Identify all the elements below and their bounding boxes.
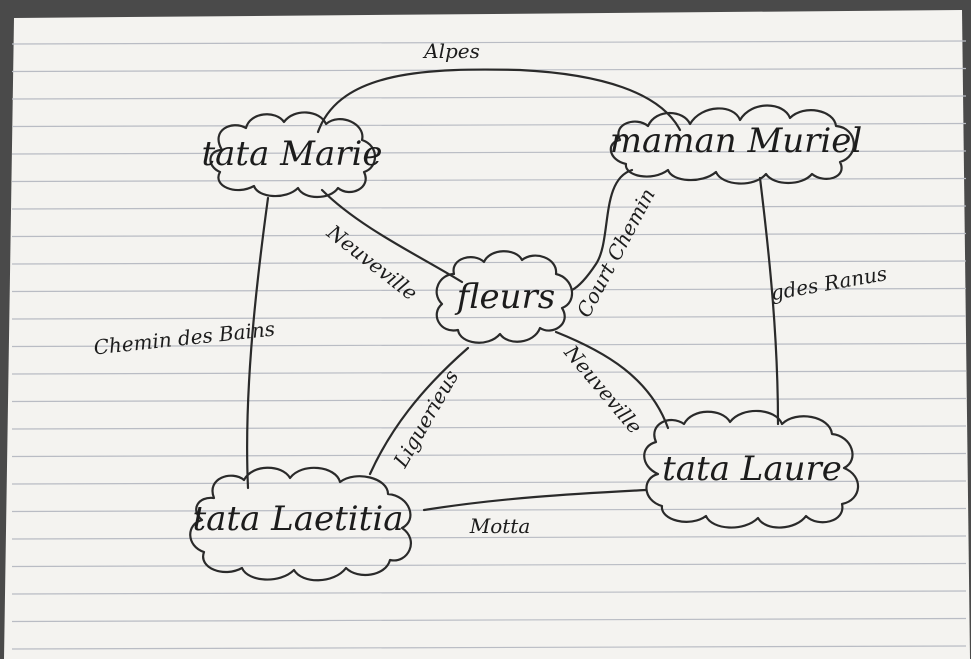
ruled-line bbox=[11, 122, 967, 128]
edge-label-alpes: Alpes bbox=[422, 39, 480, 63]
node-label-tata-laure: tata Laure bbox=[662, 449, 842, 489]
ruled-line bbox=[11, 397, 967, 403]
ruled-line bbox=[11, 452, 967, 458]
edge-label-motta: Motta bbox=[469, 514, 531, 538]
edge-muriel-fleurs bbox=[570, 168, 634, 292]
node-labels: tata Marie maman Muriel fleurs tata Laur… bbox=[193, 121, 863, 539]
ruled-line bbox=[11, 260, 967, 265]
ruled-line bbox=[11, 150, 967, 155]
edge-marie-fleurs bbox=[320, 188, 464, 284]
node-label-fleurs: fleurs bbox=[454, 277, 555, 317]
ruled-line bbox=[11, 507, 967, 513]
ruled-line bbox=[11, 287, 967, 293]
cloud-tata-laure bbox=[643, 409, 860, 529]
edge-muriel-laure bbox=[758, 176, 780, 426]
cloud-tata-marie bbox=[209, 111, 377, 199]
ruled-line bbox=[11, 645, 967, 650]
edge-marie-muriel bbox=[316, 68, 682, 134]
ruled-line bbox=[11, 342, 967, 348]
edge-laetitia-laure bbox=[422, 488, 648, 512]
ruled-line bbox=[11, 40, 967, 45]
ruled-line bbox=[11, 535, 967, 540]
node-label-maman-muriel: maman Muriel bbox=[610, 121, 863, 161]
ruled-line bbox=[11, 425, 967, 430]
edge-fleurs-laetitia bbox=[368, 346, 470, 476]
clouds bbox=[189, 104, 860, 582]
edge-marie-laetitia bbox=[246, 196, 270, 490]
node-label-tata-laetitia: tata Laetitia bbox=[193, 499, 404, 539]
ruled-line bbox=[11, 562, 967, 568]
ruled-line bbox=[11, 95, 967, 100]
cloud-maman-muriel bbox=[609, 104, 855, 185]
node-label-tata-marie: tata Marie bbox=[201, 134, 382, 174]
cloud-fleurs bbox=[435, 250, 573, 344]
ruled-line bbox=[11, 590, 967, 595]
ruled-line bbox=[11, 232, 967, 238]
ruled-line bbox=[11, 480, 967, 485]
edges bbox=[246, 68, 780, 512]
ruled-line bbox=[11, 617, 967, 623]
edge-fleurs-laure bbox=[554, 330, 670, 430]
ruled-line bbox=[11, 315, 967, 320]
cloud-tata-laetitia bbox=[189, 466, 412, 582]
paper-sheet bbox=[4, 10, 970, 659]
ruled-lines bbox=[11, 40, 967, 650]
ruled-line bbox=[11, 205, 967, 210]
ruled-line bbox=[11, 370, 967, 375]
